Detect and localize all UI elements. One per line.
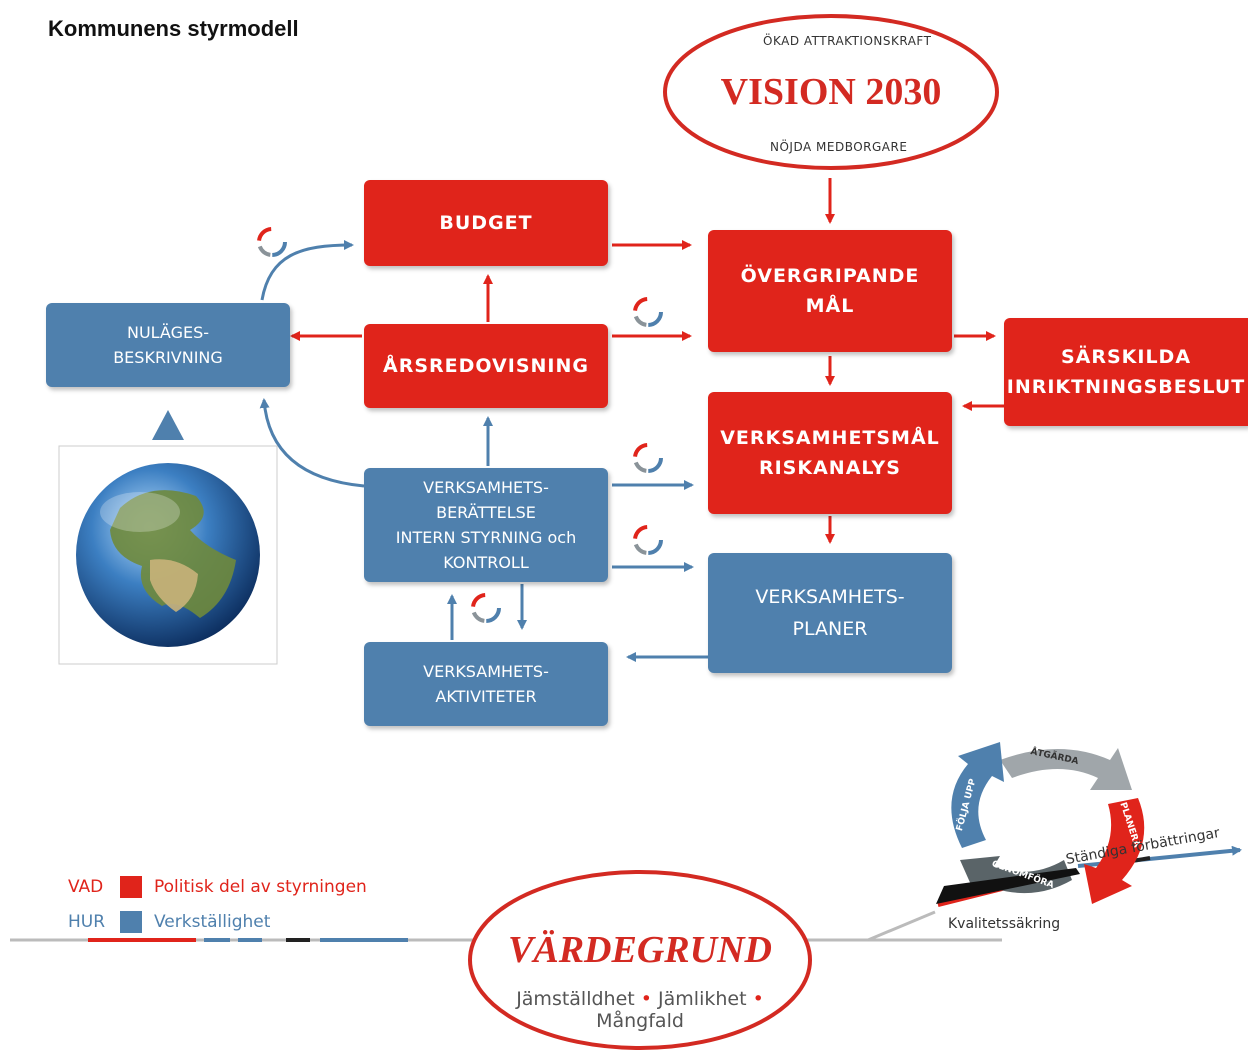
pdca-cycle (936, 742, 1145, 904)
vardegrund-values: Jämställdhet • Jämlikhet • Mångfald (470, 988, 810, 1032)
vision-top-text: ÖKAD ATTRAKTIONSKRAFT (763, 34, 932, 48)
sarskilda-inriktningsbeslut-box[interactable]: SÄRSKILDA INRIKTNINGSBESLUT (1004, 318, 1248, 426)
cycle-icon (471, 593, 501, 623)
sarskilda-label-2: INRIKTNINGSBESLUT (1006, 376, 1246, 398)
legend-swatch-red (120, 876, 142, 898)
arsredovisning-label: ÅRSREDOVISNING (383, 355, 589, 377)
overgripande-label-1: ÖVERGRIPANDE (740, 265, 920, 287)
cycle-icon (633, 525, 663, 555)
legend-code: VAD (68, 877, 104, 897)
arrow-globe-to-nulages (152, 410, 184, 440)
verksamhetsaktiviteter-box[interactable]: VERKSAMHETS- AKTIVITETER (364, 642, 608, 726)
value-mangfald: Mångfald (596, 1010, 684, 1032)
cycle-icon (633, 297, 663, 327)
legend-code: HUR (68, 912, 106, 932)
atgarda-arrow (1000, 748, 1132, 790)
vision-title: VISION 2030 (720, 71, 942, 113)
cycle-icon (633, 443, 663, 473)
legend-label: Verkställighet (154, 912, 271, 932)
aktiviteter-label-1: VERKSAMHETS- (423, 662, 549, 681)
cycle-icon (257, 227, 287, 257)
nulagesbeskrivning-box[interactable]: NULÄGES- BESKRIVNING (46, 303, 290, 387)
page-title: Kommunens styrmodell (48, 16, 299, 41)
globe-image (76, 463, 260, 647)
kvalitet-wedge (936, 868, 1080, 904)
verksamhetsmal-box[interactable]: VERKSAMHETSMÅL RISKANALYS (708, 392, 952, 514)
planera-arrow (1084, 798, 1145, 904)
berattelse-label-2: BERÄTTELSE (436, 503, 536, 522)
legend-swatch-blue (120, 911, 142, 933)
arsredovisning-box[interactable]: ÅRSREDOVISNING (364, 324, 608, 408)
vardegrund-ellipse (468, 870, 812, 1050)
budget-label: BUDGET (439, 212, 533, 234)
planer-label-1: VERKSAMHETS- (755, 586, 905, 608)
legend-label: Politisk del av styrningen (154, 877, 367, 897)
berattelse-label-4: KONTROLL (443, 553, 529, 572)
planer-label-2: PLANER (792, 618, 868, 640)
verksamhetsmal-label-1: VERKSAMHETSMÅL (720, 427, 940, 449)
sarskilda-label-1: SÄRSKILDA (1060, 346, 1192, 368)
value-jamstalldhet: Jämställdhet (516, 988, 635, 1010)
verksamhetsmal-label-2: RISKANALYS (758, 457, 901, 479)
arrow-berattelse-to-nulages (259, 398, 365, 488)
folja-upp-arrow (951, 742, 1004, 848)
value-jamlikhet: Jämlikhet (658, 988, 747, 1010)
legend-item-hur: HUR Verkställighet (68, 911, 270, 933)
aktiviteter-label-2: AKTIVITETER (435, 687, 537, 706)
separator-dot: • (752, 988, 764, 1010)
legend-item-vad: VAD Politisk del av styrningen (68, 876, 367, 898)
overgripande-label-2: MÅL (805, 295, 855, 317)
budget-box[interactable]: BUDGET (364, 180, 608, 266)
overgripande-mal-box[interactable]: ÖVERGRIPANDE MÅL (708, 230, 952, 352)
nulages-label-1: NULÄGES- (126, 323, 210, 342)
vardegrund-title: VÄRDEGRUND (508, 929, 772, 971)
berattelse-label-1: VERKSAMHETS- (423, 478, 549, 497)
arrow-nulages-to-budget (260, 240, 354, 301)
berattelse-label-3: INTERN STYRNING och (395, 528, 577, 547)
verksamhetsberattelse-box[interactable]: VERKSAMHETS- BERÄTTELSE INTERN STYRNING … (364, 468, 608, 582)
nulages-label-2: BESKRIVNING (113, 348, 223, 367)
verksamhetsplaner-box[interactable]: VERKSAMHETS- PLANER (708, 553, 952, 673)
vision-bottom-text: NÖJDA MEDBORGARE (770, 140, 908, 154)
separator-dot: • (640, 988, 652, 1010)
kvalitetssakring-label: Kvalitetssäkring (948, 916, 1061, 932)
vision-ellipse (663, 14, 999, 170)
